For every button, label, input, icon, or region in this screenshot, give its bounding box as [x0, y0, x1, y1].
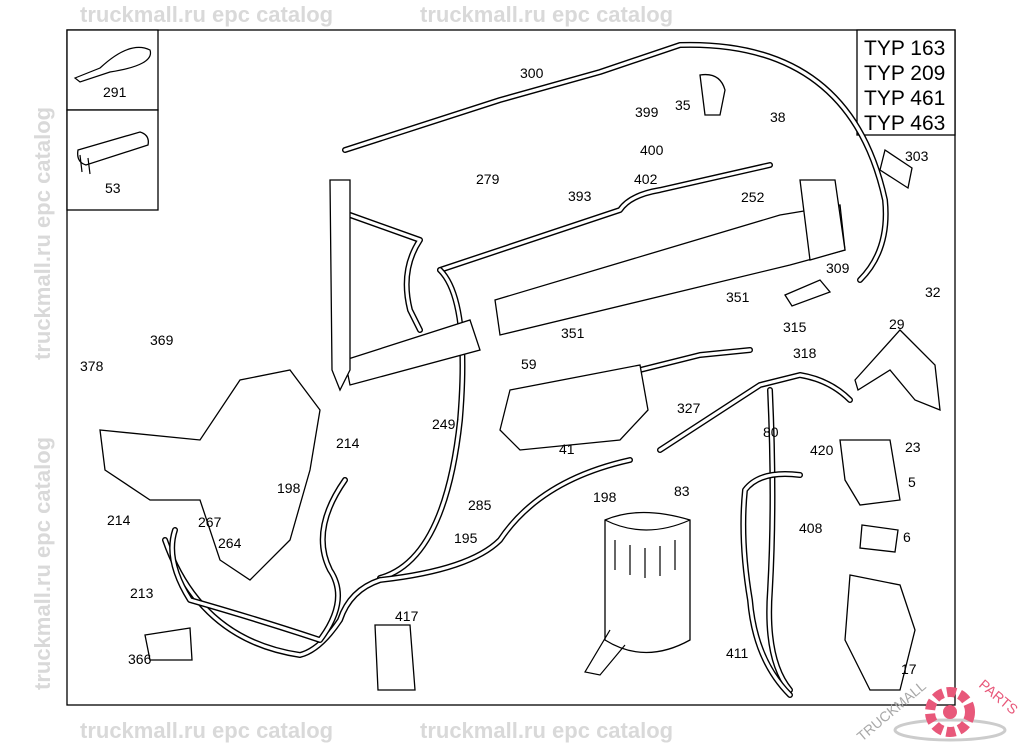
part-label[interactable]: 198	[593, 489, 617, 505]
part-label[interactable]: 411	[726, 645, 749, 661]
part-label[interactable]: 351	[561, 325, 585, 341]
inset-291	[66, 29, 159, 111]
watermark-layer: truckmall.ru epc catalog truckmall.ru ep…	[30, 2, 673, 743]
part-label[interactable]: 393	[568, 188, 592, 204]
type-box	[856, 29, 956, 136]
part-label[interactable]: 402	[634, 171, 658, 187]
watermark: truckmall.ru epc catalog	[80, 2, 333, 27]
hose-sleeve-drawing	[77, 131, 149, 175]
part-label[interactable]: 267	[198, 514, 222, 530]
part-label[interactable]: 213	[130, 585, 154, 601]
part-label[interactable]: 291	[103, 84, 127, 100]
part-label[interactable]: 303	[905, 148, 929, 164]
part-label[interactable]: 41	[559, 441, 575, 457]
watermark: truckmall.ru epc catalog	[30, 437, 55, 690]
parts-drawing	[99, 73, 941, 691]
part-label[interactable]: 83	[674, 483, 690, 499]
part-label[interactable]: 195	[454, 530, 478, 546]
part-label[interactable]: 408	[799, 520, 823, 536]
part-label[interactable]: 214	[107, 512, 131, 528]
part-label[interactable]: 279	[476, 171, 500, 187]
part-label[interactable]: 35	[675, 97, 691, 113]
svg-text:PARTS: PARTS	[976, 676, 1021, 717]
part-label[interactable]: 249	[432, 416, 456, 432]
part-label[interactable]: 53	[105, 180, 121, 196]
watermark: truckmall.ru epc catalog	[30, 107, 55, 360]
part-label[interactable]: 17	[901, 661, 917, 677]
cable-tie-drawing	[73, 46, 152, 83]
part-label[interactable]: 214	[336, 435, 360, 451]
part-label[interactable]: 417	[395, 608, 419, 624]
type-label: TYP 209	[864, 62, 945, 85]
part-label[interactable]: 29	[889, 316, 905, 332]
type-label: TYP 463	[864, 112, 945, 135]
part-label[interactable]: 23	[905, 439, 921, 455]
part-label[interactable]: 399	[635, 104, 659, 120]
diagram-frame	[66, 29, 956, 706]
part-label[interactable]: 315	[783, 319, 807, 335]
part-label[interactable]: 309	[826, 260, 850, 276]
part-label[interactable]: 300	[520, 65, 544, 81]
part-label[interactable]: 198	[277, 480, 301, 496]
part-label[interactable]: 6	[903, 529, 911, 545]
type-list: TYP 163 TYP 209 TYP 461 TYP 463	[864, 37, 945, 135]
fuel-lines	[162, 41, 889, 698]
part-label[interactable]: 5	[908, 474, 916, 490]
part-label[interactable]: 264	[218, 535, 242, 551]
part-label[interactable]: 420	[810, 442, 834, 458]
part-label[interactable]: 80	[763, 424, 779, 440]
part-label[interactable]: 366	[128, 651, 152, 667]
part-label[interactable]: 378	[80, 358, 104, 374]
watermark: truckmall.ru epc catalog	[80, 718, 333, 743]
type-label: TYP 461	[864, 87, 945, 110]
part-label[interactable]: 400	[640, 142, 664, 158]
part-label[interactable]: 59	[521, 356, 537, 372]
part-label[interactable]: 32	[925, 284, 941, 300]
watermark: truckmall.ru epc catalog	[420, 2, 673, 27]
part-label[interactable]: 318	[793, 345, 817, 361]
type-label: TYP 163	[864, 37, 945, 60]
part-label[interactable]: 327	[677, 400, 701, 416]
part-label[interactable]: 285	[468, 497, 492, 513]
watermark: truckmall.ru epc catalog	[420, 718, 673, 743]
part-label[interactable]: 369	[150, 332, 174, 348]
part-labels: 291 53 300 399 35 38 400 279 402 393 252…	[80, 65, 941, 677]
part-label[interactable]: 38	[770, 109, 786, 125]
part-label[interactable]: 252	[741, 189, 765, 205]
part-label[interactable]: 351	[726, 289, 750, 305]
